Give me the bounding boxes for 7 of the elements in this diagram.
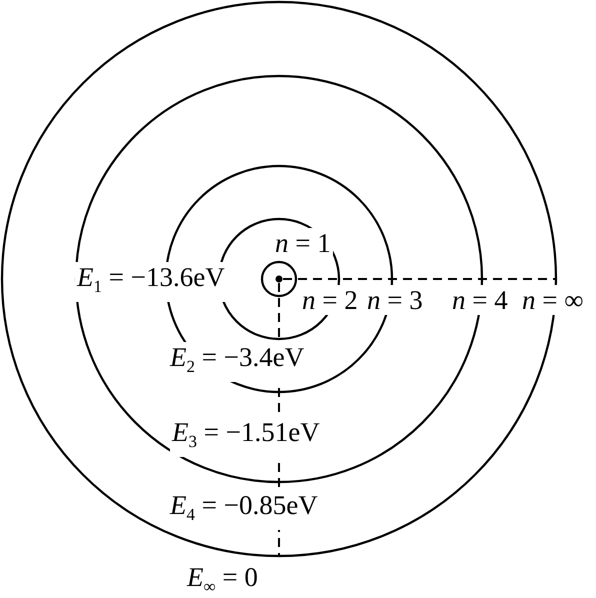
energy-label: E$_{4}$ = −0.85eV [168,490,320,530]
orbit-label: n = ∞ [520,285,586,315]
energy-label: E$_{3}$ = −1.51eV [170,417,322,457]
orbit-label: n = 3 [365,285,425,315]
orbit-label: n = 4 [450,285,510,315]
energy-label: E$_{1}$ = −13.6eV [75,262,227,302]
energy-label: E$_{2}$ = −3.4eV [168,342,306,382]
